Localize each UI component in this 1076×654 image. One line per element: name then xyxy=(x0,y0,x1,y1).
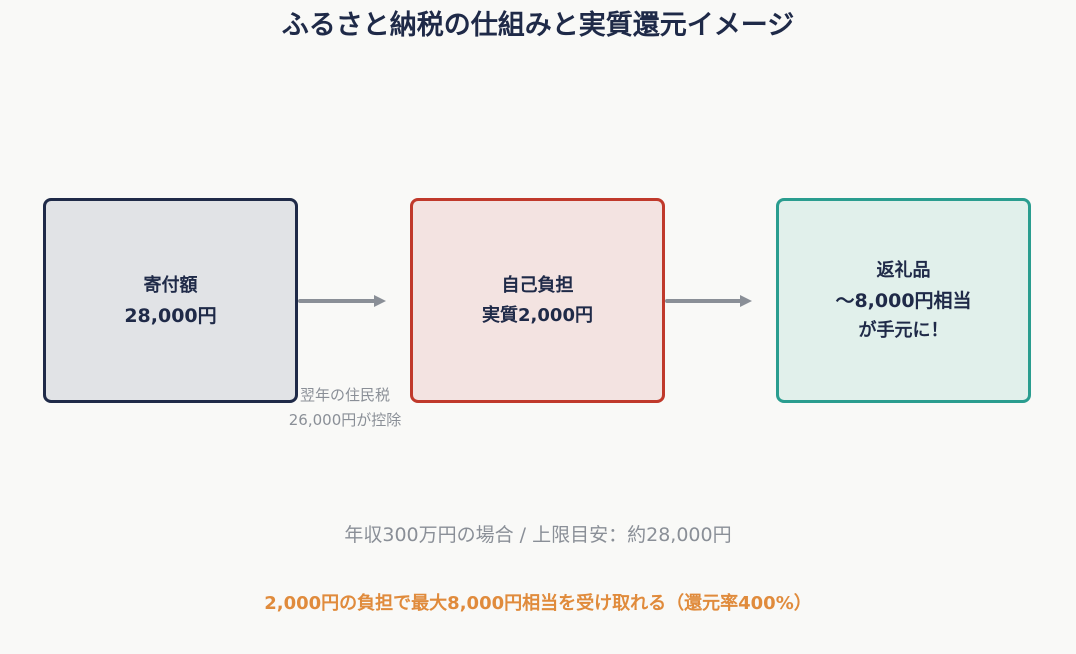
donation-box: 寄付額 28,000円 xyxy=(43,198,298,403)
self-burden-amount: 実質2,000円 xyxy=(482,304,593,326)
return-gift-box: 返礼品 〜8,000円相当 が手元に！ xyxy=(776,198,1031,403)
donation-label: 寄付額 xyxy=(143,274,198,296)
return-gift-note: が手元に！ xyxy=(858,319,949,341)
deduction-note-line2: 26,000円が控除 xyxy=(288,411,402,429)
deduction-note-line1: 翌年の住民税 xyxy=(299,386,390,404)
return-gift-value: 〜8,000円相当 xyxy=(835,289,972,312)
income-condition-text: 年収300万円の場合 / 上限目安：約28,000円 xyxy=(344,524,732,546)
return-gift-label: 返礼品 xyxy=(876,259,931,281)
diagram-title: ふるさと納税の仕組みと実質還元イメージ xyxy=(281,10,795,41)
self-burden-label: 自己負担 xyxy=(501,274,574,296)
deduction-note: 翌年の住民税 26,000円が控除 xyxy=(260,383,430,433)
donation-amount: 28,000円 xyxy=(124,304,217,327)
arrow-burden-to-gift xyxy=(665,295,752,307)
self-burden-box: 自己負担 実質2,000円 xyxy=(410,198,665,403)
arrow-donation-to-burden xyxy=(298,295,386,307)
return-rate-summary: 2,000円の負担で最大8,000円相当を受け取れる（還元率400%） xyxy=(264,593,812,614)
